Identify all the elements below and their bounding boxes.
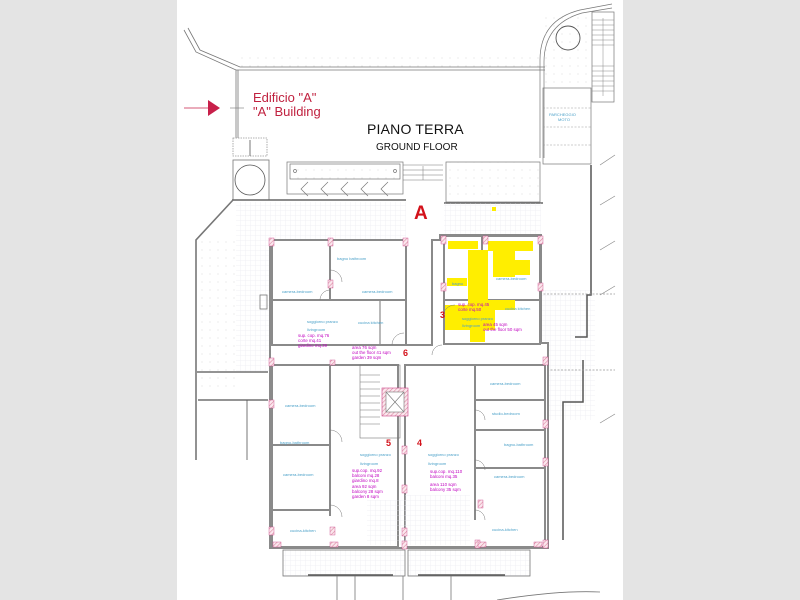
tree-icon: [232, 137, 270, 201]
room-label: camera-bedroom: [494, 474, 525, 479]
building-marker: A: [414, 203, 428, 224]
room-label: livingroom: [307, 327, 326, 332]
unit-5-specs: sup.cop. mq.92 balconi mq.28 giardino mq…: [352, 468, 383, 483]
entrance-canopy: [183, 27, 545, 138]
structural-columns: [268, 235, 549, 550]
room-label: cucina kitchen: [505, 306, 531, 311]
unit-number-4: 4: [417, 438, 423, 448]
room-label: bagno bathroom: [337, 256, 367, 261]
stairwell: [359, 364, 409, 439]
unit-number-5: 5: [386, 438, 392, 448]
room-label: camera-bedroom: [282, 289, 313, 294]
room-label: cucina-kitchen: [290, 528, 316, 533]
unit-6-specs-en: area 76 sqm out the floor 41 sqm garden …: [352, 345, 391, 360]
unit-4-specs: sup.cop. mq.110 balconi mq.35: [430, 469, 463, 479]
entry-ramp: [232, 161, 543, 204]
room-label: livingroom: [428, 461, 447, 466]
door-swings: [319, 269, 486, 521]
room-label: camera-bedroom: [283, 472, 314, 477]
unit-5-specs-en: area 92 sqm balcony 28 sqm garden 8 sqm: [352, 484, 383, 499]
page-subtitle: GROUND FLOOR: [376, 142, 458, 153]
entrance-arrow-icon: [184, 100, 244, 116]
unit-number-3: 3: [440, 310, 446, 320]
room-label: bagno-bathroom: [504, 442, 534, 447]
page-title: PIANO TERRA: [367, 121, 464, 137]
room-label: camera-bedroom: [285, 403, 316, 408]
building-label-en: "A" Building: [253, 104, 321, 119]
room-label: cucina-kitchen: [492, 527, 518, 532]
building-label-it: Edificio "A": [253, 90, 317, 105]
parking-label-1: PARCHEGGIO: [549, 112, 576, 117]
unit-3-highlight: [445, 207, 533, 342]
room-label: bagno-bathroom: [280, 440, 310, 445]
parking-label-2: MOTO: [558, 117, 570, 122]
unit-3-specs: sup. cop. mq.45 corte mq.50: [458, 302, 490, 312]
room-label: camera-bedroom: [496, 276, 527, 281]
room-label: livingroom: [360, 461, 379, 466]
room-label: cucina kitchen: [358, 320, 384, 325]
unit-6-specs: sup. cop. mq.76 corte mq.41 giardino mq.…: [298, 333, 330, 348]
room-label: bagno: [452, 281, 464, 286]
parking-and-stairs: [539, 3, 616, 424]
unit-number-6: 6: [403, 348, 409, 358]
room-label: studio-bedroom: [492, 411, 520, 416]
room-label: camera-bedroom: [490, 381, 521, 386]
room-label: soggiorno pranzo: [307, 319, 338, 324]
room-label: camera-bedroom: [362, 289, 393, 294]
room-label: soggiorno pranzo: [428, 452, 459, 457]
room-label: soggiorno pranzo: [462, 316, 493, 321]
room-label: soggiorno pranzo: [360, 452, 391, 457]
bottom-balconies: [282, 495, 601, 600]
room-label: livingroom: [462, 323, 481, 328]
unit-3-specs-en: area 45 sqm out the floor 50 sqm: [483, 322, 522, 332]
unit-4-specs-en: area 110 sqm balcony 35 sqm: [430, 482, 461, 492]
